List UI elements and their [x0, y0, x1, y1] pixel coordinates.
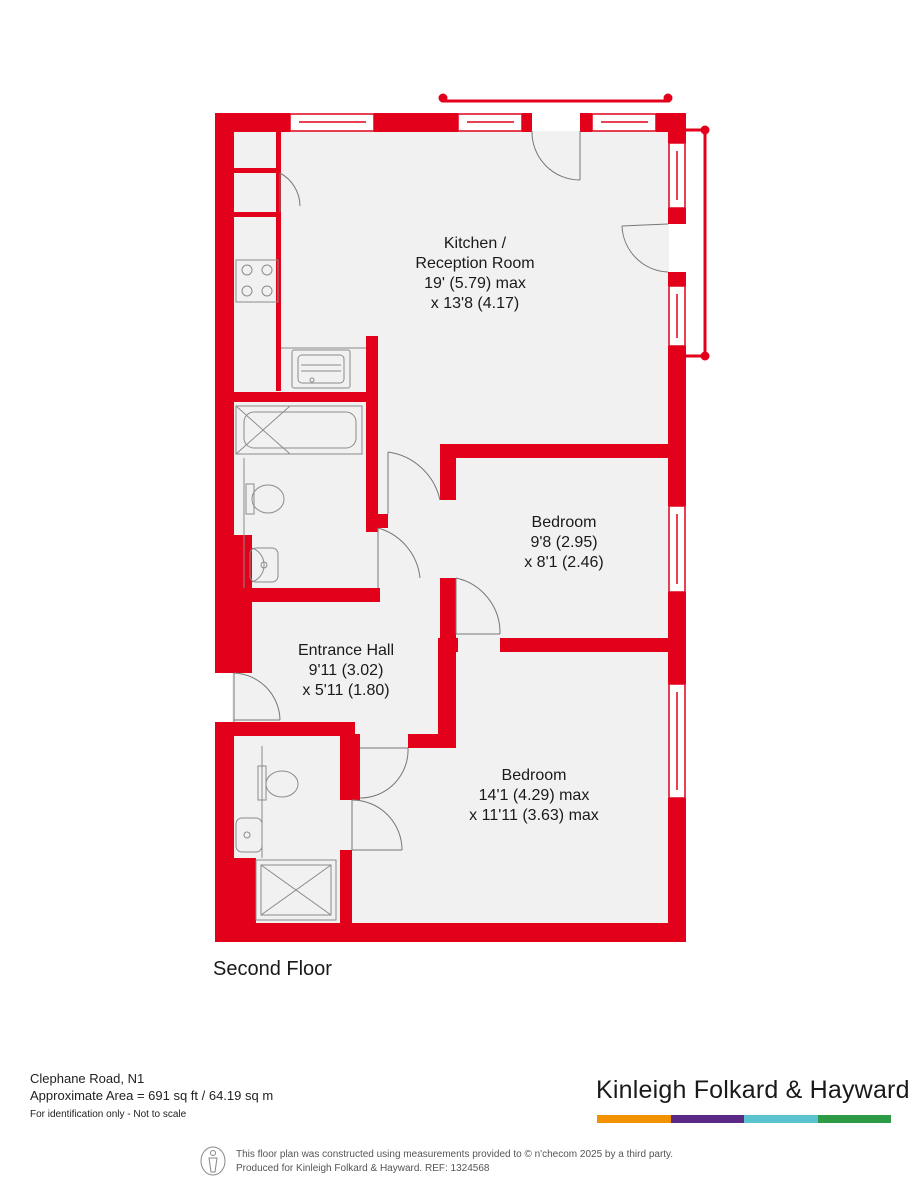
windows	[289, 113, 686, 799]
brand-bar-segment	[744, 1115, 818, 1123]
brand-bar-segment	[597, 1115, 671, 1123]
basin-icon	[249, 547, 279, 583]
doors	[233, 130, 669, 851]
disclaimer: This floor plan was constructed using me…	[236, 1148, 673, 1176]
room-dimension: x 13'8 (4.17)	[430, 295, 520, 312]
disclaimer-line: Produced for Kinleigh Folkard & Hayward.…	[236, 1163, 490, 1174]
room-name: Reception Room	[415, 255, 535, 272]
floor-area	[232, 131, 669, 925]
sink-icon	[291, 349, 351, 389]
brand-bar-segment	[670, 1115, 744, 1123]
room-label-bedroom-2: Bedroom 14'1 (4.29) max x 11'11 (3.63) m…	[444, 766, 624, 826]
room-label-bedroom-1: Bedroom 9'8 (2.95) x 8'1 (2.46)	[484, 513, 644, 573]
room-label-entrance-hall: Entrance Hall 9'11 (3.02) x 5'11 (1.80)	[266, 641, 426, 701]
address: Clephane Road, N1	[30, 1071, 145, 1086]
bath-icon	[235, 405, 363, 455]
room-name: Bedroom	[501, 767, 567, 784]
brand-bar-segment	[817, 1115, 891, 1123]
hob-icon	[235, 259, 279, 303]
room-dimension: 19' (5.79) max	[424, 275, 526, 292]
brand-name: Kinleigh Folkard & Hayward	[596, 1076, 910, 1104]
room-dimension: x 11'11 (3.63) max	[469, 807, 599, 824]
room-dimension: x 5'11 (1.80)	[302, 682, 390, 699]
floor-name: Second Floor	[213, 958, 332, 980]
balcony-rail	[438, 93, 710, 361]
property-info: Clephane Road, N1 Approximate Area = 691…	[30, 1070, 273, 1123]
person-icon	[200, 1146, 226, 1176]
room-name: Bedroom	[531, 514, 597, 531]
toilet-icon	[245, 483, 285, 515]
room-dimension: 9'11 (3.02)	[308, 662, 384, 679]
disclaimer-line: This floor plan was constructed using me…	[236, 1149, 674, 1160]
room-dimension: 9'8 (2.95)	[530, 534, 598, 551]
approximate-area: Approximate Area = 691 sq ft / 64.19 sq …	[30, 1088, 274, 1103]
room-dimension: 14'1 (4.29) max	[478, 787, 590, 804]
room-label-kitchen: Kitchen / Reception Room 19' (5.79) max …	[390, 234, 560, 314]
room-name: Kitchen /	[443, 235, 507, 252]
shower-icon	[255, 859, 337, 921]
scale-note: For identification only - Not to scale	[30, 1109, 187, 1120]
room-dimension: x 8'1 (2.46)	[524, 554, 604, 571]
walls	[215, 113, 686, 942]
brand-color-bar	[597, 1115, 891, 1123]
room-name: Entrance Hall	[297, 642, 395, 659]
